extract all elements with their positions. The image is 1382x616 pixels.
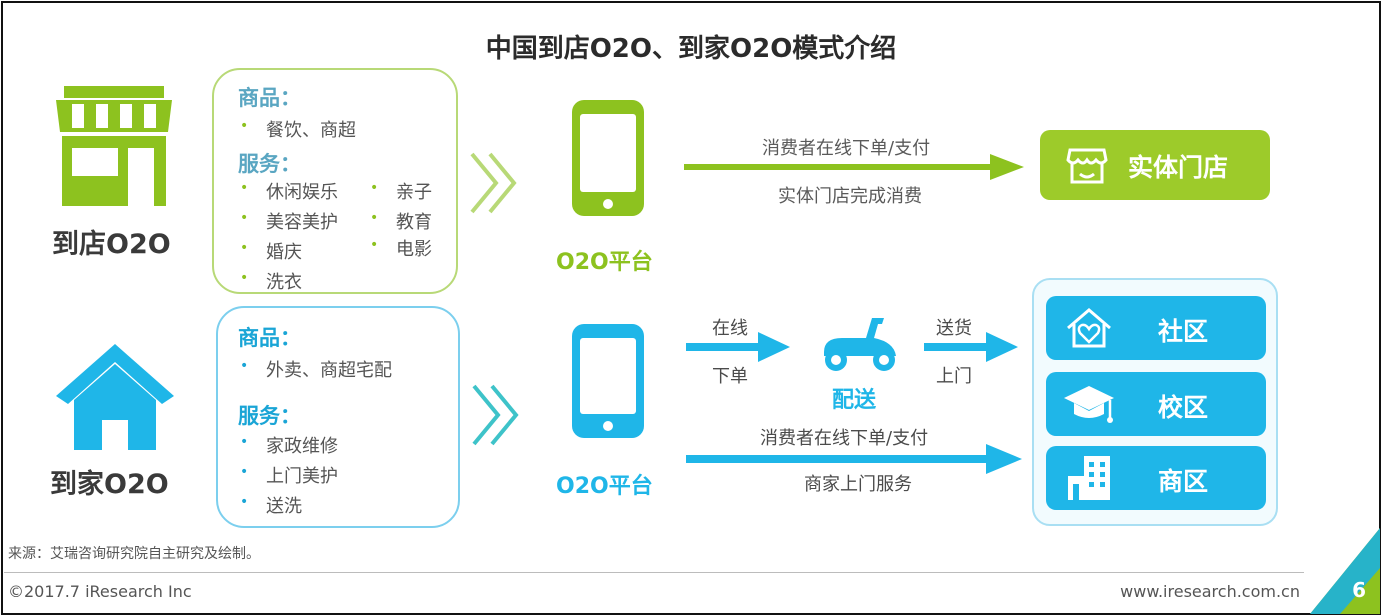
double-chevron-right-icon bbox=[472, 384, 519, 446]
flow-text-top: 消费者在线下单/支付 bbox=[762, 138, 931, 159]
home-destinations-group: 社区 校区 商区 bbox=[1032, 278, 1278, 526]
home-heart-icon bbox=[1067, 308, 1111, 348]
flow-text-top: 消费者在线下单/支付 bbox=[760, 428, 929, 449]
services-heading: 服务： bbox=[238, 404, 301, 428]
double-chevron-right-icon bbox=[470, 152, 517, 214]
list-item: 婚庆 bbox=[240, 238, 302, 264]
flow-text-bottom: 实体门店完成消费 bbox=[778, 186, 922, 207]
list-item: 家政维修 bbox=[240, 432, 338, 458]
list-item: 餐饮、商超 bbox=[240, 116, 356, 142]
goods-heading: 商品： bbox=[238, 326, 301, 350]
destination-label: 社区 bbox=[1158, 317, 1209, 346]
platform-label: O2O平台 bbox=[556, 474, 653, 499]
send-text-top: 送货 bbox=[936, 318, 972, 339]
list-item: 亲子 bbox=[370, 178, 432, 204]
send-text-bottom: 上门 bbox=[936, 366, 972, 387]
arrow-right-icon bbox=[686, 332, 790, 362]
order-text-top: 在线 bbox=[712, 318, 748, 339]
services-heading: 服务： bbox=[238, 152, 301, 176]
list-item: 电影 bbox=[370, 235, 432, 261]
physical-store-destination: 实体门店 bbox=[1040, 130, 1270, 200]
smartphone-icon bbox=[572, 324, 644, 438]
destination-label: 商区 bbox=[1158, 467, 1209, 496]
graduation-cap-icon bbox=[1064, 386, 1114, 423]
list-item: 教育 bbox=[370, 208, 432, 234]
list-item: 送洗 bbox=[240, 492, 302, 518]
goods-heading: 商品： bbox=[238, 86, 301, 110]
to-home-label: 到家O2O bbox=[50, 469, 169, 500]
arrow-right-icon bbox=[924, 332, 1018, 362]
platform-label: O2O平台 bbox=[556, 250, 653, 275]
list-item: 洗衣 bbox=[240, 268, 302, 294]
destination-label: 实体门店 bbox=[1128, 153, 1229, 182]
to-store-offerings-box: 商品： 餐饮、商超 服务： 休闲娱乐 美容美护 婚庆 洗衣 亲子 教育 电影 bbox=[212, 68, 458, 294]
corner-accent-icon bbox=[1310, 528, 1380, 614]
delivery-label: 配送 bbox=[832, 388, 877, 413]
to-home-offerings-box: 商品： 外卖、商超宅配 服务： 家政维修 上门美护 送洗 bbox=[216, 306, 460, 528]
list-item: 美容美护 bbox=[240, 208, 338, 234]
website-link[interactable]: www.iresearch.com.cn bbox=[1120, 582, 1300, 601]
source-note: 来源：艾瑞咨询研究院自主研究及绘制。 bbox=[8, 546, 260, 562]
arrow-right-icon bbox=[686, 444, 1022, 474]
storefront-icon bbox=[56, 86, 172, 206]
arrow-right-icon bbox=[684, 154, 1024, 180]
house-icon bbox=[56, 344, 174, 450]
list-item: 外卖、商超宅配 bbox=[240, 356, 392, 382]
list-item: 上门美护 bbox=[240, 462, 338, 488]
list-item: 休闲娱乐 bbox=[240, 178, 338, 204]
footer-divider bbox=[4, 572, 1304, 573]
page-number: 6 bbox=[1352, 578, 1366, 602]
copyright-text: ©2017.7 iResearch Inc bbox=[8, 582, 192, 601]
destination-campus: 校区 bbox=[1046, 372, 1266, 436]
to-store-label: 到店O2O bbox=[52, 229, 171, 260]
flow-text-bottom: 商家上门服务 bbox=[804, 474, 912, 495]
destination-label: 校区 bbox=[1158, 393, 1209, 422]
order-text-bottom: 下单 bbox=[712, 366, 748, 387]
smartphone-icon bbox=[572, 100, 644, 216]
shop-awning-icon bbox=[1066, 148, 1108, 184]
destination-community: 社区 bbox=[1046, 296, 1266, 360]
destination-business-district: 商区 bbox=[1046, 446, 1266, 510]
slide-title: 中国到店O2O、到家O2O模式介绍 bbox=[485, 34, 897, 64]
scooter-icon bbox=[824, 318, 896, 371]
office-building-icon bbox=[1068, 456, 1110, 500]
